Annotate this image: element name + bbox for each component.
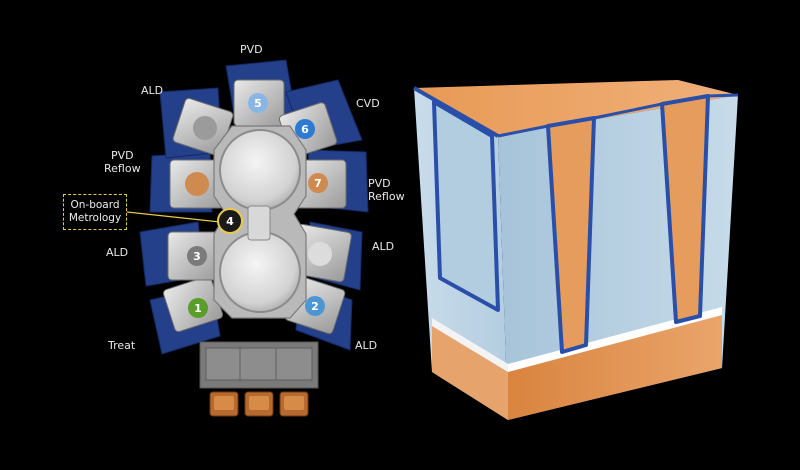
robot-arm	[247, 205, 271, 241]
block-top-face	[414, 80, 738, 136]
badge-6-label: 6	[301, 123, 309, 136]
label-treat: Treat	[108, 339, 136, 352]
bottom-copper-front	[508, 315, 722, 420]
cap-layer-left	[432, 318, 508, 372]
badge-2-label: 2	[311, 300, 319, 313]
label-pvd-top: PVD	[240, 43, 263, 56]
foup-pod-front	[214, 396, 234, 410]
liner-top-left-edge	[413, 86, 499, 138]
badge-4-label: 4	[226, 215, 234, 228]
left-dielectric-panel	[432, 100, 500, 312]
wafer-ald-top-left	[193, 116, 217, 140]
liner-top-front-edge	[497, 93, 739, 138]
process-tool: 5 6 7 4 3 2 1	[126, 59, 369, 417]
label-ald-left: ALD	[106, 246, 129, 259]
metrology-callout: On-board Metrology	[63, 194, 127, 230]
bottom-copper-left	[432, 326, 508, 420]
badge-4: 4	[217, 208, 243, 234]
wafer-ald-right	[308, 242, 332, 266]
metrology-leader	[126, 211, 221, 223]
badge-7: 7	[308, 173, 328, 193]
cap-layer-front	[508, 307, 722, 372]
badge-1: 1	[188, 298, 208, 318]
label-pvd-reflow-left: PVD Reflow	[104, 149, 141, 175]
label-cvd: CVD	[356, 97, 380, 110]
badge-7-label: 7	[314, 177, 322, 190]
label-pvd-reflow-right: PVD Reflow	[368, 177, 405, 203]
load-lock-panel	[205, 347, 313, 381]
transfer-wafer-lower	[219, 231, 301, 313]
label-ald-bottom-right: ALD	[355, 339, 378, 352]
badge-2: 2	[305, 296, 325, 316]
foup-pod-front	[284, 396, 304, 410]
label-ald-top-left: ALD	[141, 84, 164, 97]
transfer-wafer-upper	[219, 129, 301, 211]
badge-5-label: 5	[254, 97, 262, 110]
foup-pod-front	[249, 396, 269, 410]
badge-1-label: 1	[194, 302, 202, 315]
badge-6: 6	[295, 119, 315, 139]
badge-5: 5	[248, 93, 268, 113]
badge-3: 3	[187, 246, 207, 266]
label-ald-right: ALD	[372, 240, 395, 253]
wafer-pvd-reflow-left	[185, 172, 209, 196]
badge-3-label: 3	[193, 250, 201, 263]
interconnect-cross-section	[413, 80, 739, 420]
chamber-badges: 5 6 7 4 3 2 1	[187, 93, 328, 318]
foup-pod-fronts	[214, 396, 304, 410]
